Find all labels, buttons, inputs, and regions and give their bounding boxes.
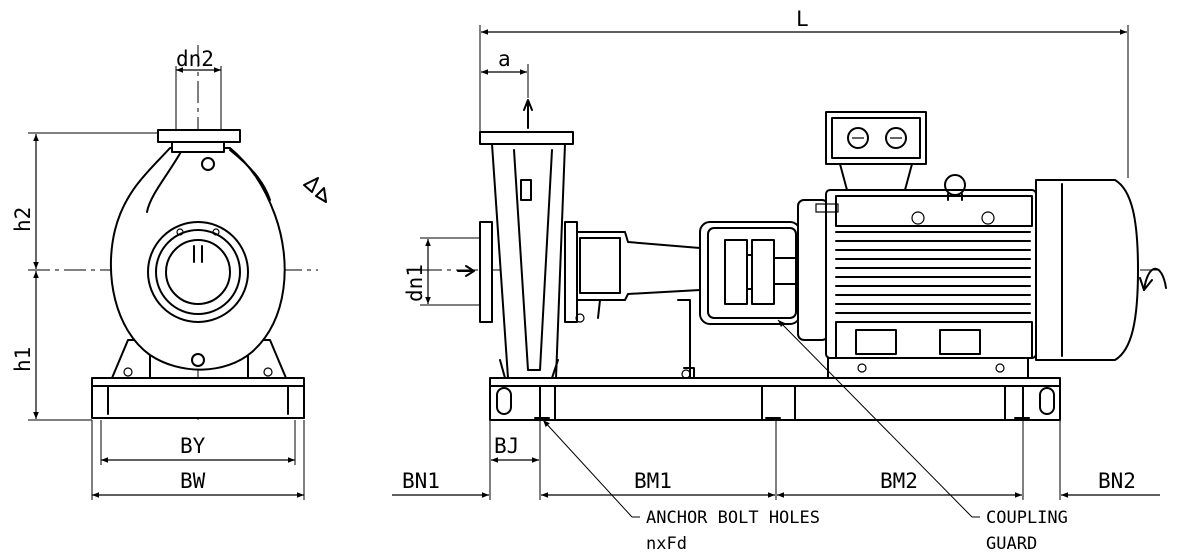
side-view (420, 99, 1167, 421)
dim-BM2-label: BM2 (880, 469, 918, 493)
suction-flow-arrow-icon (457, 265, 475, 277)
dim-BJ-label: BJ (494, 434, 519, 458)
anchor-bolt-callout-line1: ANCHOR BOLT HOLES (646, 508, 820, 528)
front-view-dimensions: dn2 h2 h1 BY BW (11, 47, 305, 500)
dim-dn1-label: dn1 (403, 264, 427, 302)
anchor-bolt-leader (542, 419, 633, 518)
coupling-guard-callout-line1: COUPLING (986, 508, 1068, 528)
dim-BW-label: BW (180, 469, 206, 493)
side-view-dimensions: L a dn1 BJ BN1 BM1 BM2 BN2 (392, 7, 1160, 500)
motor-end-shield (797, 199, 829, 341)
coupling-guard-leader (777, 319, 973, 518)
dim-L-label: L (796, 7, 809, 31)
dim-a-label: a (498, 47, 511, 71)
fan-cowl (1035, 179, 1139, 361)
casing-screw-icon (201, 157, 215, 171)
terminal-box (825, 111, 927, 165)
bearing-bracket (576, 231, 701, 301)
dim-BY-label: BY (180, 434, 206, 458)
discharge-flange (157, 129, 241, 143)
motor-rotation-arrow-icon (1143, 267, 1167, 291)
drain-plug-icon (191, 353, 205, 367)
front-baseplate (91, 377, 305, 419)
pump-casing-side (491, 143, 566, 379)
dim-BM1-label: BM1 (634, 469, 672, 493)
discharge-flow-arrow-icon (523, 99, 533, 129)
side-discharge-flange (479, 131, 574, 145)
dim-BN1-label: BN1 (402, 469, 440, 493)
coupling-half-left (724, 239, 748, 305)
cable-gland-icon (847, 127, 869, 149)
dim-BN2-label: BN2 (1098, 469, 1136, 493)
coupling-guard (699, 221, 801, 325)
anchor-bolt-callout-line2: nxFd (646, 534, 687, 554)
dim-h2-label: h2 (11, 207, 35, 232)
callouts: ANCHOR BOLT HOLES nxFd COUPLING GUARD (542, 319, 1068, 554)
cable-gland-icon-2 (885, 127, 907, 149)
suction-flange (479, 221, 493, 323)
side-baseplate (489, 377, 1061, 421)
coupling-guard-callout-line2: GUARD (986, 534, 1037, 554)
coupling-half-right (751, 239, 775, 305)
motor-cooling-fins (835, 231, 1031, 314)
lifting-eye-icon (944, 174, 966, 196)
motor-body (825, 189, 1037, 359)
front-view (28, 45, 327, 420)
dim-h1-label: h1 (11, 347, 35, 372)
dim-dn2-label: dn2 (176, 47, 214, 71)
rotation-arrow-icon (303, 177, 327, 203)
